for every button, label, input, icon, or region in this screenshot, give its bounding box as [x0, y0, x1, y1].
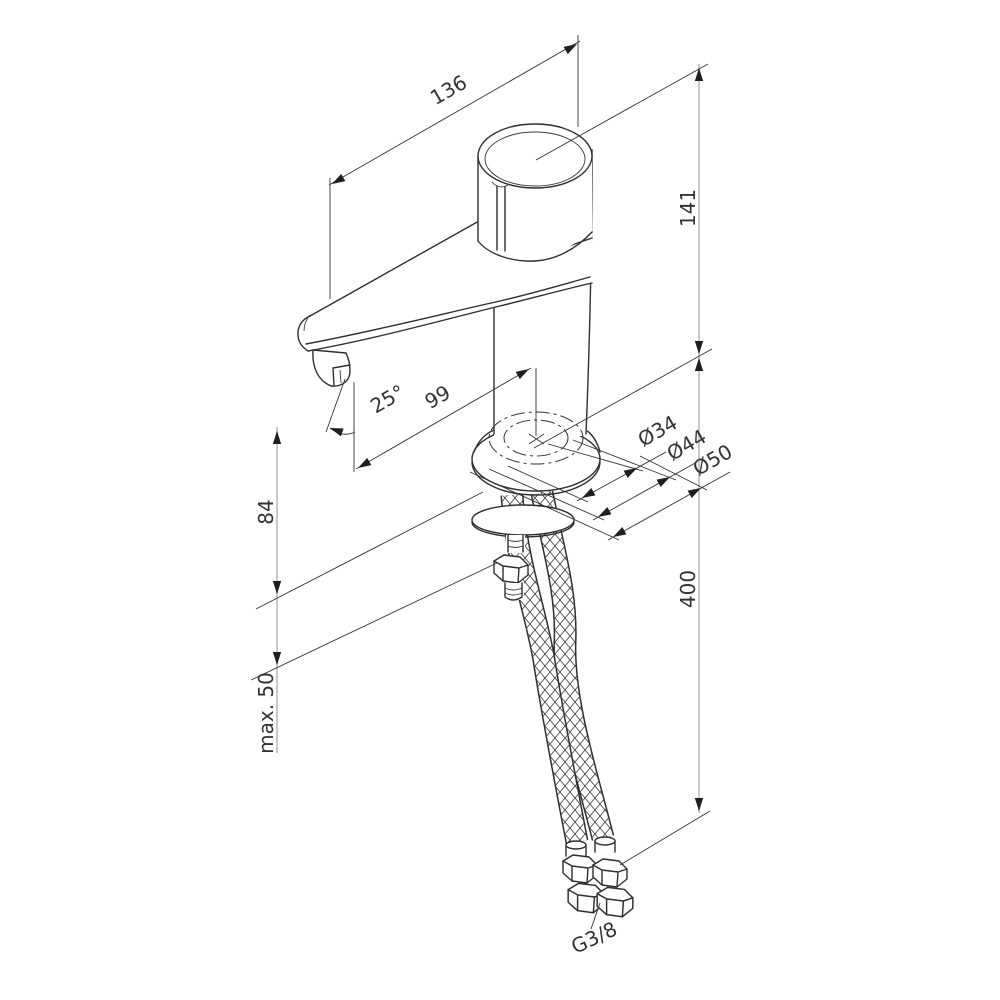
- spout-corner-accent: [303, 314, 311, 332]
- handle-top-ellipse: [477, 123, 593, 189]
- arrow: [272, 581, 282, 594]
- hose-nut-left-upper: [562, 854, 598, 884]
- arrow: [355, 457, 372, 472]
- arrow: [328, 424, 344, 437]
- dim-label-max50: max. 50: [254, 672, 278, 754]
- dim-label-99: 99: [420, 380, 454, 414]
- hose-nut-right-upper: [592, 858, 628, 888]
- hose-collar-right: [594, 836, 616, 853]
- spout-nozzle: [312, 349, 351, 387]
- hose-collar-left: [565, 840, 587, 857]
- mounting-washer: [471, 504, 575, 536]
- spout-bottom-silhouette: [307, 282, 593, 352]
- escutcheon-base: [471, 426, 601, 496]
- dim-label-141: 141: [676, 189, 700, 227]
- arrow: [272, 652, 282, 665]
- mounting-hardware: [471, 504, 575, 601]
- dim-label-84: 84: [254, 499, 278, 524]
- dimension-84-max50: 84 max. 50: [250, 427, 498, 754]
- arrow: [329, 173, 346, 188]
- arrow: [694, 341, 704, 354]
- arrow: [595, 507, 612, 521]
- dim-label-136: 136: [426, 70, 471, 110]
- mounting-nut: [493, 554, 529, 584]
- handle-knob: [477, 123, 593, 262]
- spout-top-far-edge: [309, 220, 480, 317]
- angle-25: 25°: [325, 378, 409, 472]
- arrow: [694, 68, 704, 81]
- arrow: [694, 358, 704, 371]
- handle-bottom-curve: [477, 231, 593, 262]
- dimension-141-400: 141 400: [533, 63, 713, 866]
- spout-top-near-edge: [305, 276, 591, 345]
- arrow: [610, 527, 627, 541]
- handle-top-inner-rim: [484, 131, 586, 187]
- threaded-stud: [506, 534, 525, 553]
- escutcheon-dome: [473, 429, 601, 453]
- arrow: [272, 431, 282, 444]
- dim-label-400: 400: [676, 570, 700, 608]
- stud-tip: [503, 582, 524, 601]
- handle-notch: [496, 185, 506, 252]
- supply-hoses: [500, 490, 615, 845]
- spout-tip-cap: [297, 315, 311, 352]
- escutcheon-skirt: [471, 461, 601, 496]
- hose-end-fittings: [562, 836, 634, 918]
- supply-hose-right: [530, 490, 615, 841]
- hose-nut-right-lower: [596, 886, 634, 918]
- center-mark: [528, 433, 545, 445]
- handle-notch-top: [491, 181, 509, 188]
- dim-label-25: 25°: [366, 380, 409, 419]
- arrow: [694, 798, 704, 811]
- dim-label-thread: G3/8: [567, 917, 620, 959]
